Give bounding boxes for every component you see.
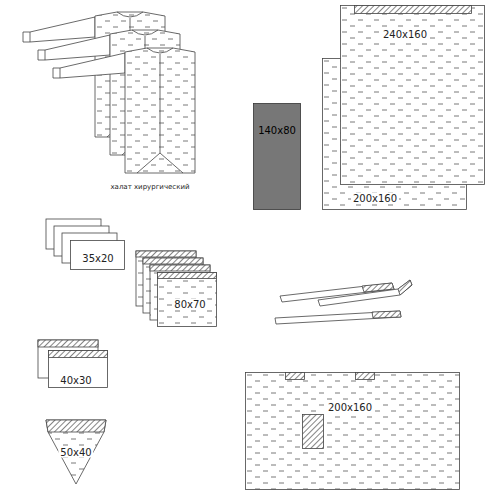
size-label: 200x160 (351, 193, 399, 204)
size-label: 40x30 (58, 375, 93, 386)
size-label-holder: 50x40 (58, 441, 93, 460)
caption-holder: халат хирургический (108, 174, 191, 193)
size-label-holder: 35x20 (80, 247, 115, 266)
drape-outline (253, 103, 301, 210)
drape-sheet: 240x160 (340, 5, 485, 185)
size-label: 240x160 (381, 29, 429, 40)
size-label: 200x160 (326, 402, 374, 413)
size-label-holder: 80x70 (172, 293, 207, 312)
size-label-holder: 140x80 (256, 119, 298, 138)
size-label: 80x70 (172, 299, 207, 310)
grey-drape: 140x80 (253, 103, 301, 210)
drape-small: 80x70 (157, 272, 217, 327)
size-label-holder: 240x160 (381, 23, 429, 42)
size-label: 35x20 (80, 253, 115, 264)
size-label-holder: 200x160 (326, 396, 374, 415)
size-label: 140x80 (256, 125, 298, 136)
pouch-drape: 50x40 (45, 418, 107, 486)
drape-outline (245, 372, 460, 490)
fenestrated-drape: 200x160 (245, 372, 460, 490)
towel: 35x20 (70, 240, 125, 270)
adhesive-drape: 40x30 (48, 350, 108, 388)
size-label-holder: 200x160 (351, 187, 399, 206)
size-label: 50x40 (58, 447, 93, 458)
size-label-holder: 40x30 (58, 369, 93, 388)
gown-caption: халат хирургический (108, 183, 191, 191)
